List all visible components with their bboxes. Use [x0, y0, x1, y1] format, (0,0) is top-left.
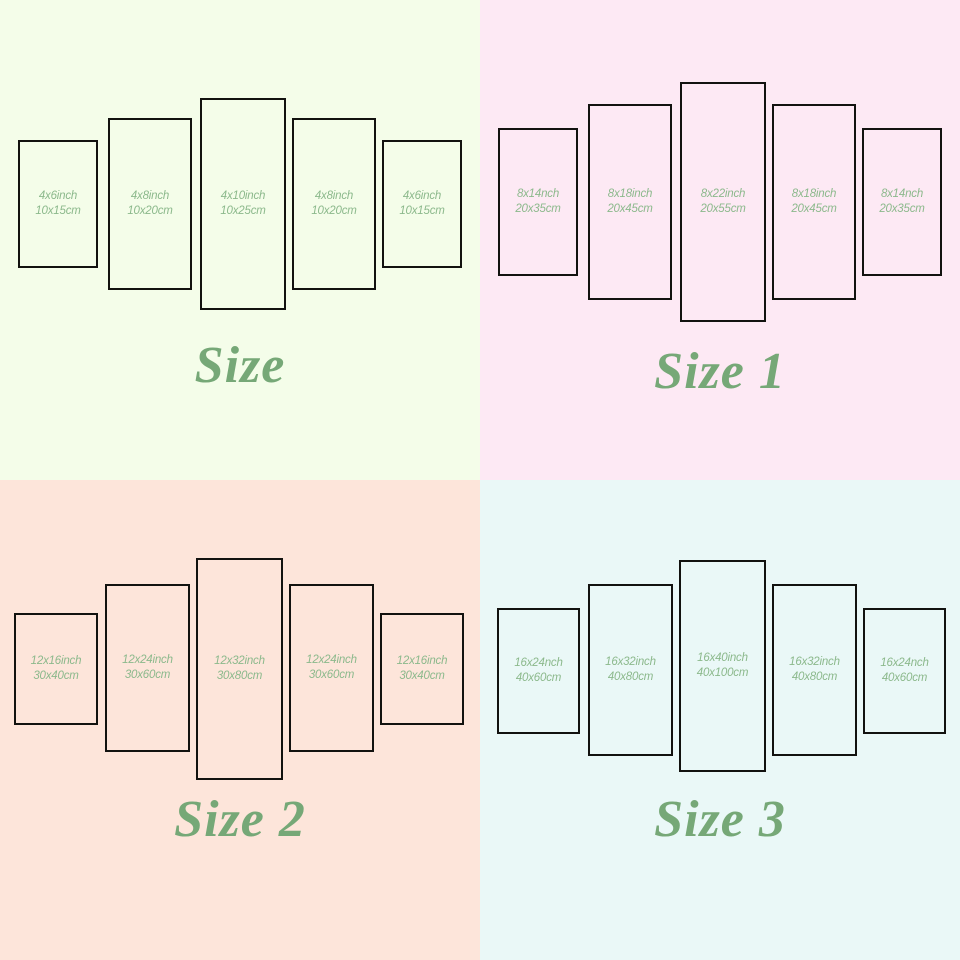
quadrant-title: Size 2 [174, 791, 306, 848]
quadrant-title: Size 3 [654, 791, 786, 848]
quadrant-title: Size 1 [654, 343, 786, 400]
quadrant-title: Size [194, 337, 286, 394]
